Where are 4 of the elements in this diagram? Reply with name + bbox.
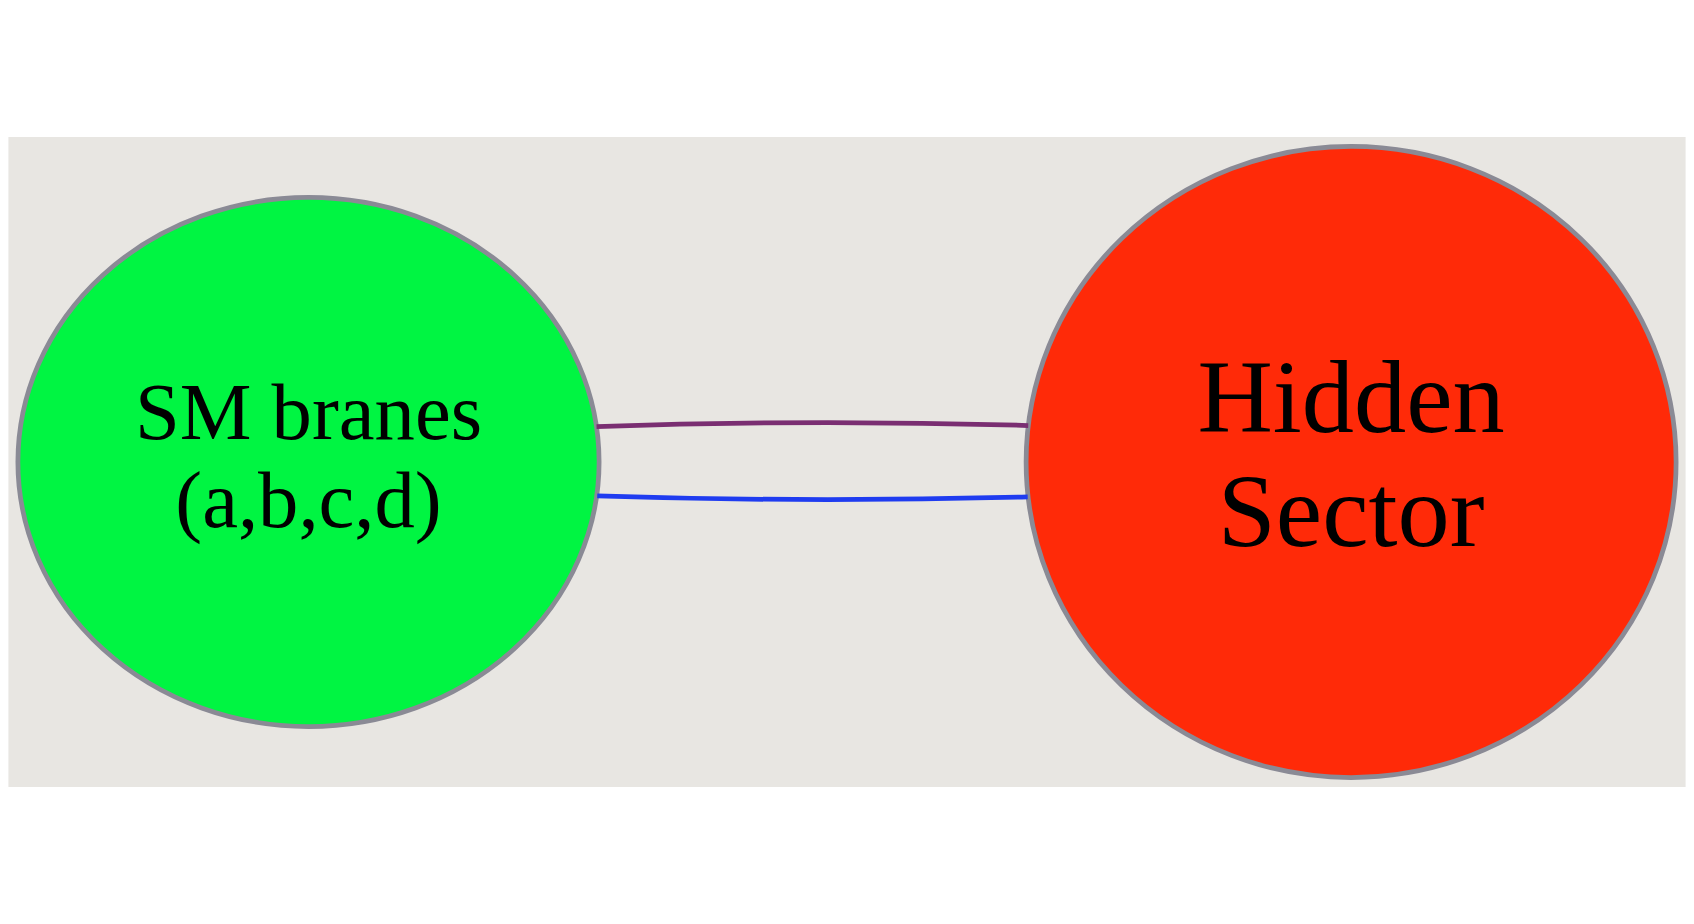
node-circle: Hidden Sector — [1023, 144, 1679, 780]
connector — [597, 493, 1028, 502]
node-circle: SM branes (a,b,c,d) — [15, 195, 602, 729]
connector — [596, 420, 1029, 429]
